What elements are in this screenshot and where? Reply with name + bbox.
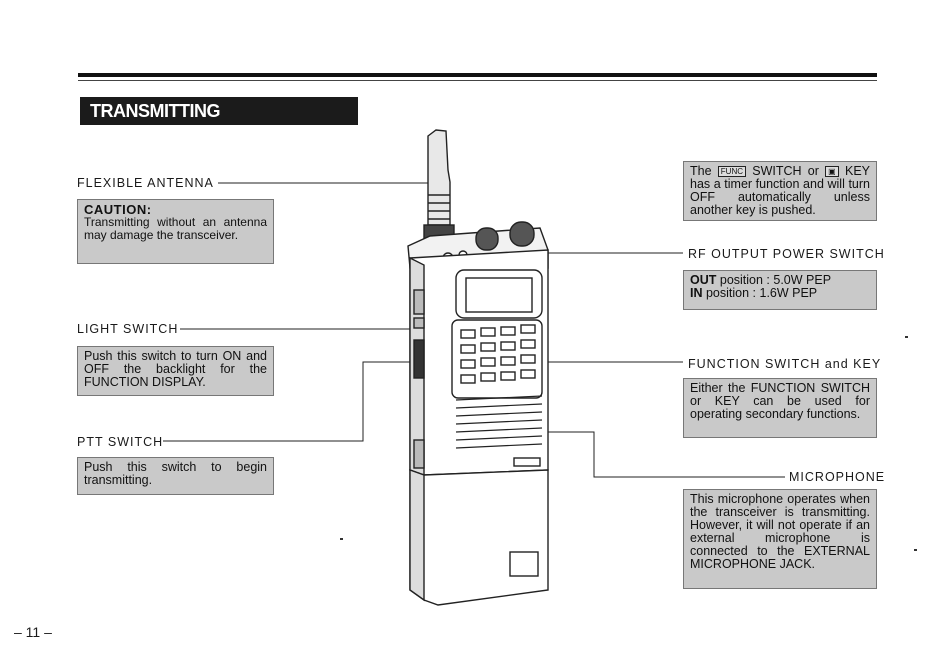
- timer-text-1: The: [690, 164, 712, 178]
- rf-out-key: OUT: [690, 273, 717, 287]
- timer-box: The FUNC SWITCH or ▣ KEY has a timer fun…: [683, 161, 877, 221]
- backlight-key-icon: ▣: [825, 166, 839, 178]
- rf-in-value: position : 1.6W PEP: [705, 286, 818, 300]
- rf-in-row: IN position : 1.6W PEP: [690, 287, 870, 300]
- speck: [905, 336, 908, 338]
- section-title: TRANSMITTING: [80, 97, 358, 125]
- speck: [914, 549, 917, 551]
- caution-box: CAUTION: Transmitting without an antenna…: [77, 199, 274, 264]
- header-rule-thick: [78, 73, 877, 77]
- microphone-label: MICROPHONE: [789, 470, 886, 484]
- func-key-icon: FUNC: [717, 166, 747, 178]
- function-switch-label: FUNCTION SWITCH and KEY: [688, 357, 882, 371]
- antenna-label: FLEXIBLE ANTENNA: [77, 176, 214, 190]
- light-switch-box: Push this switch to turn ON and OFF the …: [77, 346, 274, 396]
- light-switch-label: LIGHT SWITCH: [77, 322, 179, 336]
- rf-out-value: position : 5.0W PEP: [719, 273, 832, 287]
- rf-in-key: IN: [690, 286, 703, 300]
- function-switch-box: Either the FUNCTION SWITCH or KEY can be…: [683, 378, 877, 438]
- caution-text: Transmitting without an antenna may dama…: [84, 215, 267, 242]
- rf-output-label: RF OUTPUT POWER SWITCH: [688, 247, 885, 261]
- timer-text-2: SWITCH or: [752, 164, 819, 178]
- caution-title: CAUTION:: [84, 202, 152, 217]
- timer-text-3: KEY has a timer function and will turn O…: [690, 164, 870, 217]
- rf-output-box: OUT position : 5.0W PEP IN position : 1.…: [683, 270, 877, 310]
- microphone-box: This microphone operates when the transc…: [683, 489, 877, 589]
- header-rule-thin: [78, 80, 877, 81]
- ptt-switch-box: Push this switch to begin transmitting.: [77, 457, 274, 495]
- rf-out-row: OUT position : 5.0W PEP: [690, 274, 870, 287]
- ptt-switch-label: PTT SWITCH: [77, 435, 164, 449]
- page-number: – 11 –: [14, 624, 52, 640]
- speck: [340, 538, 343, 540]
